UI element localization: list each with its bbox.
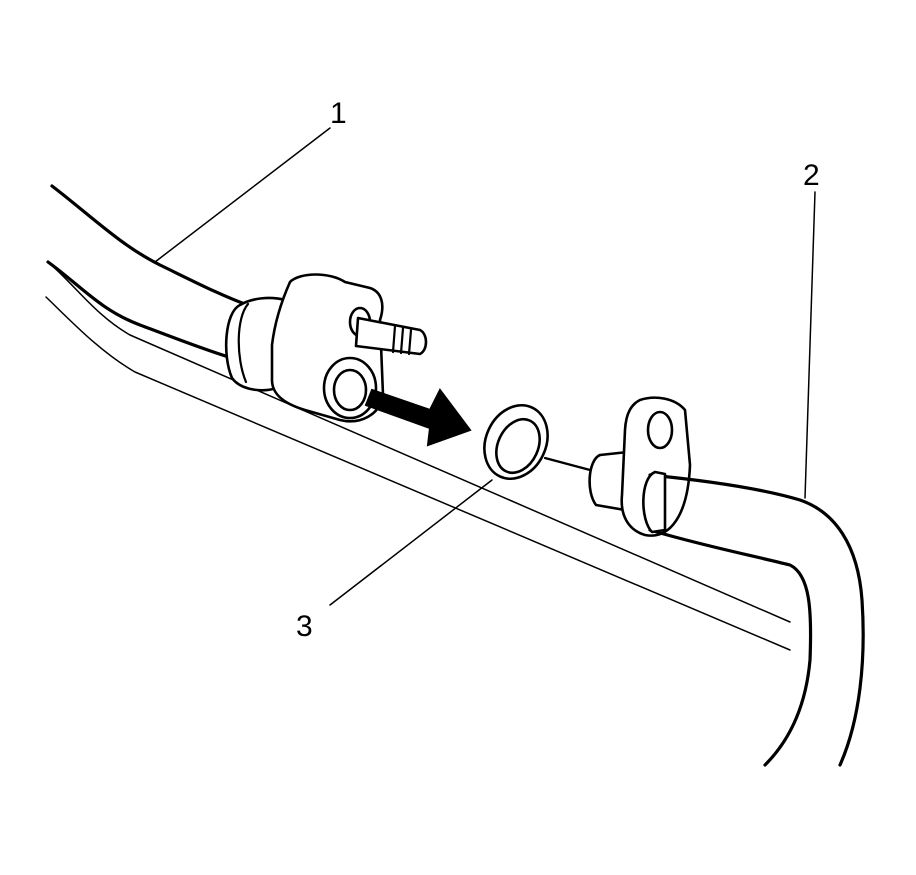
callout-3: 3 bbox=[296, 610, 313, 643]
fitting-block-1 bbox=[270, 273, 428, 423]
leader-line-1 bbox=[154, 127, 331, 263]
seal-ring bbox=[483, 404, 549, 480]
leader-line-2 bbox=[804, 191, 816, 499]
callout-1: 1 bbox=[330, 97, 347, 130]
direction-arrow bbox=[364, 388, 472, 447]
tube-2 bbox=[543, 396, 865, 767]
callout-2: 2 bbox=[803, 159, 820, 192]
tube-1 bbox=[46, 184, 287, 392]
leader-line-3 bbox=[329, 479, 493, 606]
